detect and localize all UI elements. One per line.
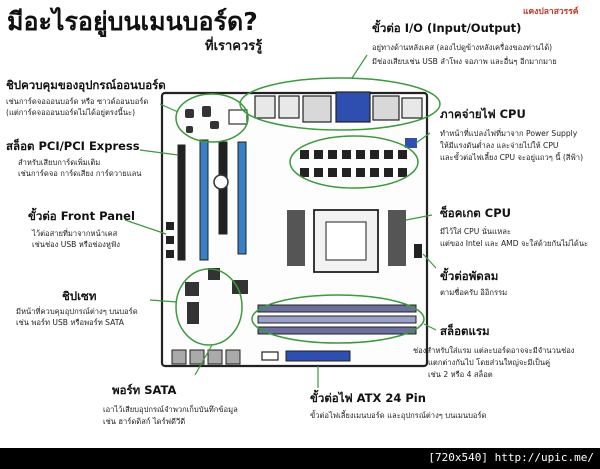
footer-bar: [720x540] http://upic.me/ (0, 448, 600, 469)
onboard-chip-desc-1: เช่นการ์ดจอออนบอร์ด หรือ ซาวด์ออนบอร์ด (6, 97, 149, 106)
sata-heading: พอร์ท SATA (112, 383, 177, 397)
usb-header (261, 351, 279, 361)
chipset-desc-2: เช่น พอร์ท USB หรือพอร์ท SATA (16, 318, 124, 327)
pci-desc-2: เช่นการ์ดจอ การ์ดเสียง การ์ดวายแลน (18, 169, 142, 178)
ram-slots (257, 304, 417, 335)
ram-desc-3: เช่น 2 หรือ 4 สล็อต (428, 370, 493, 379)
pci-desc-1: สำหรับเสียบการ์ดเพิ่มเติม (18, 158, 101, 167)
fan-heading: ขั้วต่อพัดลม (440, 269, 499, 283)
onboard-chip-heading: ชิปควบคุมของอุปกรณ์ออนบอร์ด (6, 78, 166, 92)
cpu-power-desc-3: และขั้วต่อไฟเลี้ยง CPU จะอยู่แถวๆ นี้ (ส… (440, 153, 584, 162)
cpu-power-desc-2: ให้มีแรงดันต่ำลง และจ่ายไปให้ CPU (440, 141, 559, 150)
ram-desc-1: ช่องสำหรับใส่แรม แต่ละบอร์ดอาจจะมีจำนวนช… (413, 346, 575, 355)
motherboard-diagram (124, 54, 441, 388)
atx-24pin-connector (285, 350, 351, 362)
watermark-link[interactable]: [720x540] http://upic.me/ (428, 451, 594, 464)
chipset-desc-1: มีหน้าที่ควบคุมอุปกรณ์ต่างๆ บนบอร์ด (16, 307, 138, 316)
fan-desc-1: ตามชื่อครับ อิอิกรรม (440, 288, 508, 297)
cpu-socket (287, 209, 406, 273)
page-title: มีอะไรอยู่บนเมนบอร์ด? (7, 7, 258, 36)
front-panel-headers (166, 222, 174, 258)
pci-heading: สล็อต PCI/PCI Express (6, 139, 140, 153)
io-panel (254, 91, 423, 123)
sata-desc-2: เช่น ฮาร์ดดิสก์ ไดร์ฟดีวีดี (103, 417, 186, 426)
cpu-socket-desc-1: มีไว้ใส่ CPU นั่นเเหละ (440, 227, 512, 236)
onboard-chips (185, 106, 248, 133)
fan-header (414, 244, 422, 258)
vrm-components (300, 138, 417, 177)
io-desc-2: มีช่องเสียบเช่น USB ลำโพง จอภาพ และอื่นๆ… (372, 57, 557, 66)
chipset-block (185, 268, 248, 324)
io-desc-1: อยู่ทางด้านหลังเคส (ลองไปดูข้างหลังเครื่… (372, 43, 553, 52)
front-panel-desc-2: เช่นช่อง USB หรือช่องหูฟัง (32, 240, 120, 249)
front-panel-desc-1: ไว้ต่อสายที่มาจากหน้าเคส (32, 229, 118, 238)
io-heading: ขั้วต่อ I/O (Input/Output) (372, 21, 522, 35)
ram-desc-2: แตกต่างกันไป โดยส่วนใหญ่จะมีเป็นคู่ (428, 358, 551, 367)
sata-desc-1: เอาไว้เสียบอุปกรณ์จำพวกเก็บบันทึกข้อมูล (103, 405, 238, 414)
atx-heading: ขั้วต่อไฟ ATX 24 Pin (310, 391, 426, 405)
atx-desc-1: ขั้วต่อไฟเลี้ยงเมนบอร์ด และอุปกรณ์ต่างๆ … (310, 411, 487, 420)
author-credit: แคงปลาสวรรค์ (523, 7, 579, 17)
cpu-power-desc-1: ทำหน้าที่แปลงไฟที่มาจาก Power Supply (440, 129, 578, 138)
leader-lines (124, 54, 437, 388)
page-subtitle: ที่เราควรรู้ (205, 39, 263, 54)
cpu-socket-desc-2: แต่ของ Intel และ AMD จะใส่ด้วยกันไม่ได้น… (440, 239, 589, 248)
front-panel-heading: ขั้วต่อ Front Panel (28, 209, 135, 223)
sata-ports (171, 349, 241, 365)
ram-heading: สล็อตแรม (440, 324, 490, 338)
chipset-heading: ชิปเซท (62, 289, 97, 303)
expansion-slots (177, 139, 247, 261)
cpu-power-heading: ภาคจ่ายไฟ CPU (440, 107, 526, 121)
highlight-rings (175, 77, 441, 346)
onboard-chip-desc-2: (แต่การ์ดจอออนบอร์ดไม่ได้อยู่ตรงนี้นะ) (6, 108, 136, 117)
cpu-socket-heading: ซ็อคเกต CPU (440, 206, 511, 220)
